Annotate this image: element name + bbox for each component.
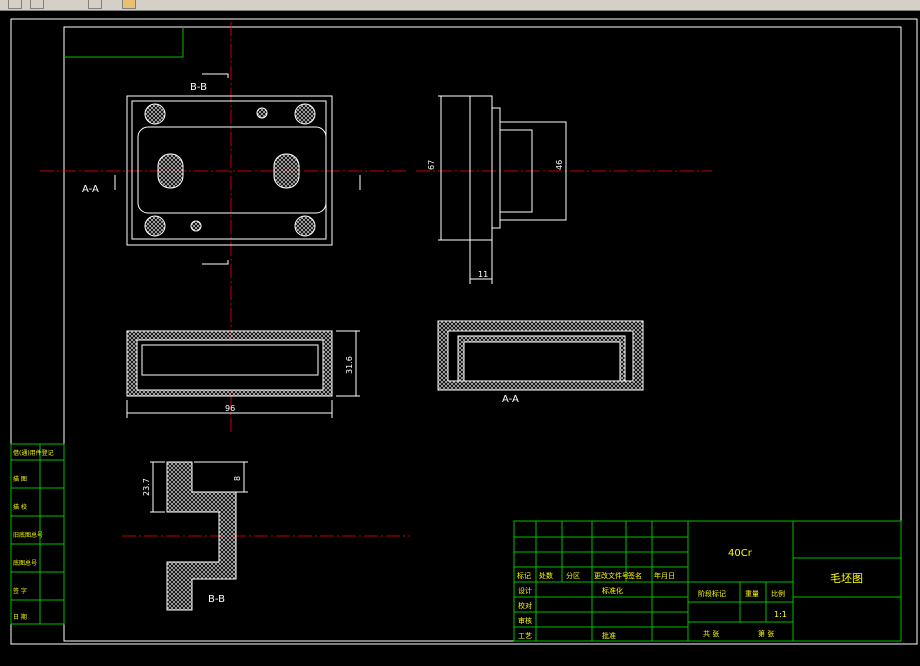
drawing-name: 毛坯图 <box>830 572 863 585</box>
title-block-headers: 标记处数 分区 更改文件号签名 年月日 <box>517 571 675 580</box>
pen-icon[interactable] <box>122 0 136 9</box>
inner-frame <box>63 26 902 642</box>
title-block-header: 签名 <box>628 571 642 580</box>
section-aa-view <box>437 320 644 391</box>
side-table-cell: 借(通)用件登记 <box>13 449 54 457</box>
top-view <box>126 95 333 246</box>
side-table-cell: 日 期 <box>13 613 27 621</box>
title-block-header: 标记 <box>517 571 531 580</box>
side-table-cell: 旧底图总号 <box>13 531 43 539</box>
outer-frame <box>10 18 918 645</box>
side-view <box>438 95 567 284</box>
front-view <box>126 330 360 418</box>
approve-text: 批准 <box>602 631 616 640</box>
stage-mark-text: 阶段标记 <box>698 589 726 598</box>
dim-height-side: 67 <box>427 160 436 170</box>
dim-front-height: 31.6 <box>345 356 354 374</box>
dim-inner-side: 46 <box>555 160 564 170</box>
sheet-no-text: 第 张 <box>758 629 774 638</box>
material-text: 40Cr <box>728 548 753 559</box>
open-file-icon[interactable] <box>30 0 44 9</box>
title-block-role: 校对 <box>518 601 532 610</box>
section-aa-label: A-A <box>502 394 519 405</box>
side-table-cell: 描 校 <box>13 503 27 511</box>
section-bb-mark: B-B <box>190 82 207 93</box>
title-block <box>513 520 902 642</box>
standardize-text: 标准化 <box>602 586 623 595</box>
weight-text: 重量 <box>745 590 759 598</box>
scale-label-text: 比例 <box>771 589 785 598</box>
side-table-cell: 描 图 <box>13 475 27 483</box>
section-bb-label: B-B <box>208 594 225 605</box>
dim-boss: 11 <box>478 270 488 279</box>
undo-icon[interactable] <box>88 0 102 9</box>
title-block-header: 年月日 <box>654 571 675 580</box>
corner-box <box>64 27 184 58</box>
side-table-cell: 底图总号 <box>13 559 37 567</box>
section-aa-mark: A-A <box>82 184 99 195</box>
title-block-header: 分区 <box>566 571 580 580</box>
total-sheets-text: 共 张 <box>703 629 719 638</box>
title-block-role: 工艺 <box>518 632 532 640</box>
new-file-icon[interactable] <box>8 0 22 9</box>
cad-drawing[interactable]: B-B A-A 67 46 11 96 31.6 A-A <box>0 11 920 666</box>
dim-front-width: 96 <box>225 404 235 413</box>
side-table-cell: 签 字 <box>13 587 27 595</box>
center-lines <box>40 22 712 537</box>
section-arrows <box>114 73 361 265</box>
title-block-header: 处数 <box>539 571 553 580</box>
title-block-role: 审核 <box>518 616 532 625</box>
title-block-role: 设计 <box>518 586 532 595</box>
scale-text: 1:1 <box>774 610 787 619</box>
title-block-header: 更改文件号 <box>594 571 629 580</box>
section-bb-view <box>150 461 248 611</box>
toolbar <box>0 0 920 11</box>
side-table <box>10 443 65 625</box>
dim-bb-height: 23.7 <box>142 478 151 496</box>
dim-bb-step: 8 <box>233 476 242 481</box>
